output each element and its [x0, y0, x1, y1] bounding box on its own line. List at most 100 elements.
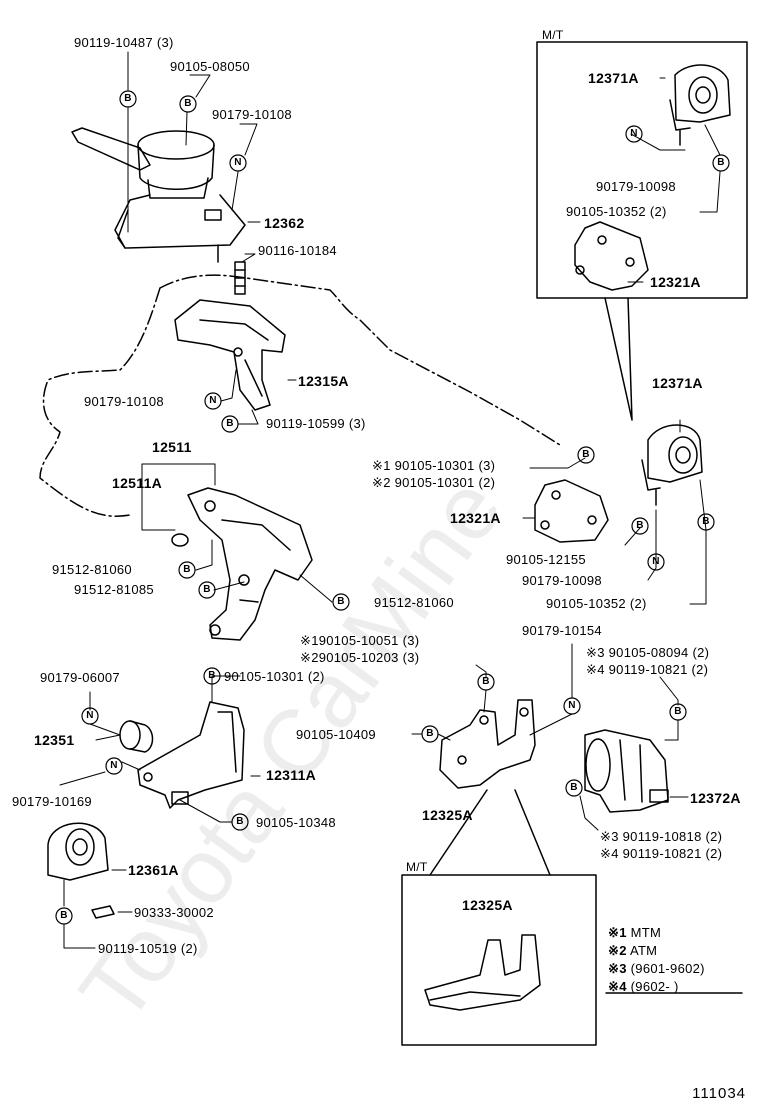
label-90179-10108: 90179-10108 [212, 107, 292, 122]
nut-circle [105, 757, 123, 775]
bolt-circle [712, 154, 730, 172]
bolt-letter: B [236, 816, 244, 827]
label-12511: 12511 [152, 439, 192, 455]
bolt-letter: B [674, 706, 682, 717]
label-90333-30002: 90333-30002 [134, 905, 214, 920]
nut-letter: N [110, 760, 118, 771]
bolt-letter: B [482, 676, 490, 687]
bolt-letter: B [702, 516, 710, 527]
bolt-circle [477, 673, 495, 691]
label-12315A: 12315A [298, 373, 349, 389]
callout-lines [429, 297, 633, 876]
bolt-circle [697, 513, 715, 531]
bolt-circle [178, 561, 196, 579]
part-12372A [584, 729, 669, 813]
bolt-circle [119, 90, 137, 108]
nut-letter: N [234, 157, 242, 168]
legend: ※1 MTM ※2 ATM ※3 (9601-9602) ※4 (9602- ) [608, 926, 705, 994]
legend-mark: ※2 [608, 943, 627, 958]
label-12511A: 12511A [112, 475, 163, 491]
bolt-letter: B [426, 728, 434, 739]
part-90333-30002 [91, 905, 115, 919]
nut-circle [81, 707, 99, 725]
legend-text: MTM [630, 925, 662, 940]
part-12325A-mt [424, 934, 541, 1011]
label-91512-81085: 91512-81085 [74, 582, 154, 597]
label-mtm-90105-10301: ※1 90105-10301 (3) [372, 458, 496, 473]
part-12371A-mt [669, 64, 731, 146]
label-90119-10519: 90119-10519 (2) [98, 941, 198, 956]
leader-lines [59, 51, 721, 949]
mt-box-bottom [401, 874, 597, 1046]
bolt-letter: B [208, 670, 216, 681]
label-90105-10409: 90105-10409 [296, 727, 376, 742]
label-12321A: 12321A [450, 510, 501, 526]
part-12361A [47, 822, 109, 881]
nut-circle [563, 697, 581, 715]
legend-text: (9601-9602) [630, 961, 705, 976]
legend-text: (9602- ) [630, 979, 679, 994]
legend-mark: ※1 [608, 925, 627, 940]
label-90116-10184: 90116-10184 [258, 243, 337, 258]
bolt-circle [203, 667, 221, 685]
bolt-letter: B [226, 418, 234, 429]
bolt-circle [198, 581, 216, 599]
bolt-letter: B [124, 93, 132, 104]
legend-item: ※4 (9602- ) [608, 980, 705, 994]
label-90179-10108-b: 90179-10108 [84, 394, 164, 409]
label-12311A: 12311A [266, 767, 317, 783]
nut-letter: N [630, 128, 638, 139]
bolt-letter: B [582, 449, 590, 460]
label-91512-81060-b: 91512-81060 [374, 595, 454, 610]
part-12315A [174, 299, 286, 411]
bolt-circle [631, 517, 649, 535]
bolt-letter: B [183, 564, 191, 575]
bolt-letter: B [60, 910, 68, 921]
bolt-letter: B [717, 157, 725, 168]
label-12325A-mt: 12325A [462, 897, 513, 913]
legend-mark: ※4 [608, 979, 627, 994]
label-90179-10098-mt: 90179-10098 [596, 179, 676, 194]
legend-item: ※3 (9601-9602) [608, 962, 705, 976]
nut-markers [81, 125, 665, 775]
label-90179-10098: 90179-10098 [522, 573, 602, 588]
label-90105-10352-mt: 90105-10352 (2) [566, 204, 667, 219]
label-90179-06007: 90179-06007 [40, 670, 120, 685]
label-90105-08094: ※3 90105-08094 (2) [586, 645, 710, 660]
mt-tag-bottom: M/T [406, 860, 428, 874]
label-atm-90105-10301: ※2 90105-10301 (2) [372, 475, 496, 490]
bolt-letter: B [203, 584, 211, 595]
label-90105-10301: 90105-10301 (2) [224, 669, 325, 684]
bolt-letter: B [337, 596, 345, 607]
nut-letter: N [568, 700, 576, 711]
label-90105-08050: 90105-08050 [170, 59, 250, 74]
bolt-circle [332, 593, 350, 611]
nut-circle [625, 125, 643, 143]
bolt-markers [55, 90, 730, 925]
label-90105-12155: 90105-12155 [506, 552, 586, 567]
label-12351: 12351 [34, 732, 75, 748]
part-12362 [71, 127, 246, 263]
nut-letter: N [652, 556, 660, 567]
label-90119-10821: ※4 90119-10821 (2) [586, 662, 709, 677]
part-90116-10184 [234, 261, 246, 295]
mt-tag-top: M/T [542, 28, 564, 42]
bolt-circle [577, 446, 595, 464]
part-12321A-mt [574, 221, 649, 291]
label-12325A: 12325A [422, 807, 473, 823]
bolt-circle [669, 703, 687, 721]
part-12325A [439, 699, 536, 789]
mt-box-top-right [536, 41, 748, 299]
label-12372A: 12372A [690, 790, 741, 806]
label-90119-10599: 90119-10599 (3) [266, 416, 366, 431]
label-90105-10352: 90105-10352 (2) [546, 596, 647, 611]
bolt-circle [179, 95, 197, 113]
legend-text: ATM [629, 943, 658, 958]
part-12321A [534, 479, 609, 543]
label-90105-10348: 90105-10348 [256, 815, 336, 830]
part-12351 [119, 720, 154, 753]
label-12371A: 12371A [652, 375, 703, 391]
nut-letter: N [86, 710, 94, 721]
legend-item: ※1 MTM [608, 926, 705, 940]
